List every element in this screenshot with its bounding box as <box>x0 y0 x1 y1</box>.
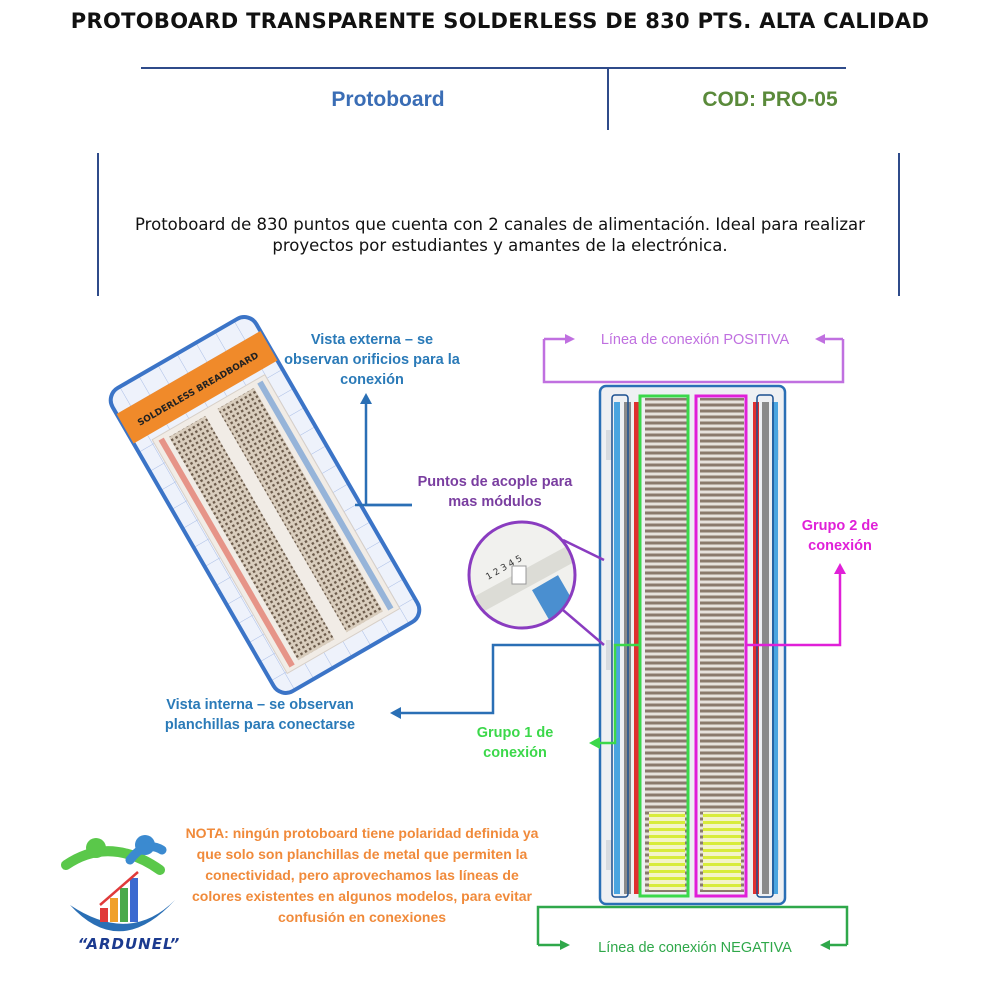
logo-text: “ARDUNEL” <box>77 935 181 953</box>
header-vertical-divider <box>607 68 609 130</box>
product-description: Protoboard de 830 puntos que cuenta con … <box>135 215 865 255</box>
description-frame <box>97 153 900 296</box>
coupling-points-label: Puntos de acople para mas módulos <box>417 474 573 510</box>
external-view-package: SOLDERLESS BREADBOARD <box>108 315 422 695</box>
internal-view-label: Vista interna – se observan planchillas … <box>164 697 356 733</box>
internal-view-breadboard <box>598 384 787 906</box>
coupling-points-zoom: 1 2 3 4 5 <box>470 523 574 627</box>
external-view-label: Vista externa – se observan orificios pa… <box>284 332 460 388</box>
polarity-note: NOTA: ningún protoboard tiene polaridad … <box>185 825 539 925</box>
negative-line-label: Línea de conexión NEGATIVA <box>598 940 792 956</box>
positive-line-label: Línea de conexión POSITIVA <box>600 332 790 348</box>
product-title: PROTOBOARD TRANSPARENTE SOLDERLESS DE 83… <box>70 9 930 33</box>
group1-label: Grupo 1 de conexión <box>476 725 554 761</box>
ardunel-logo <box>61 835 175 932</box>
group2-label: Grupo 2 de conexión <box>801 518 879 554</box>
header-divider <box>141 67 846 69</box>
product-category: Protoboard <box>331 88 445 111</box>
product-code: COD: PRO-05 <box>702 88 838 111</box>
